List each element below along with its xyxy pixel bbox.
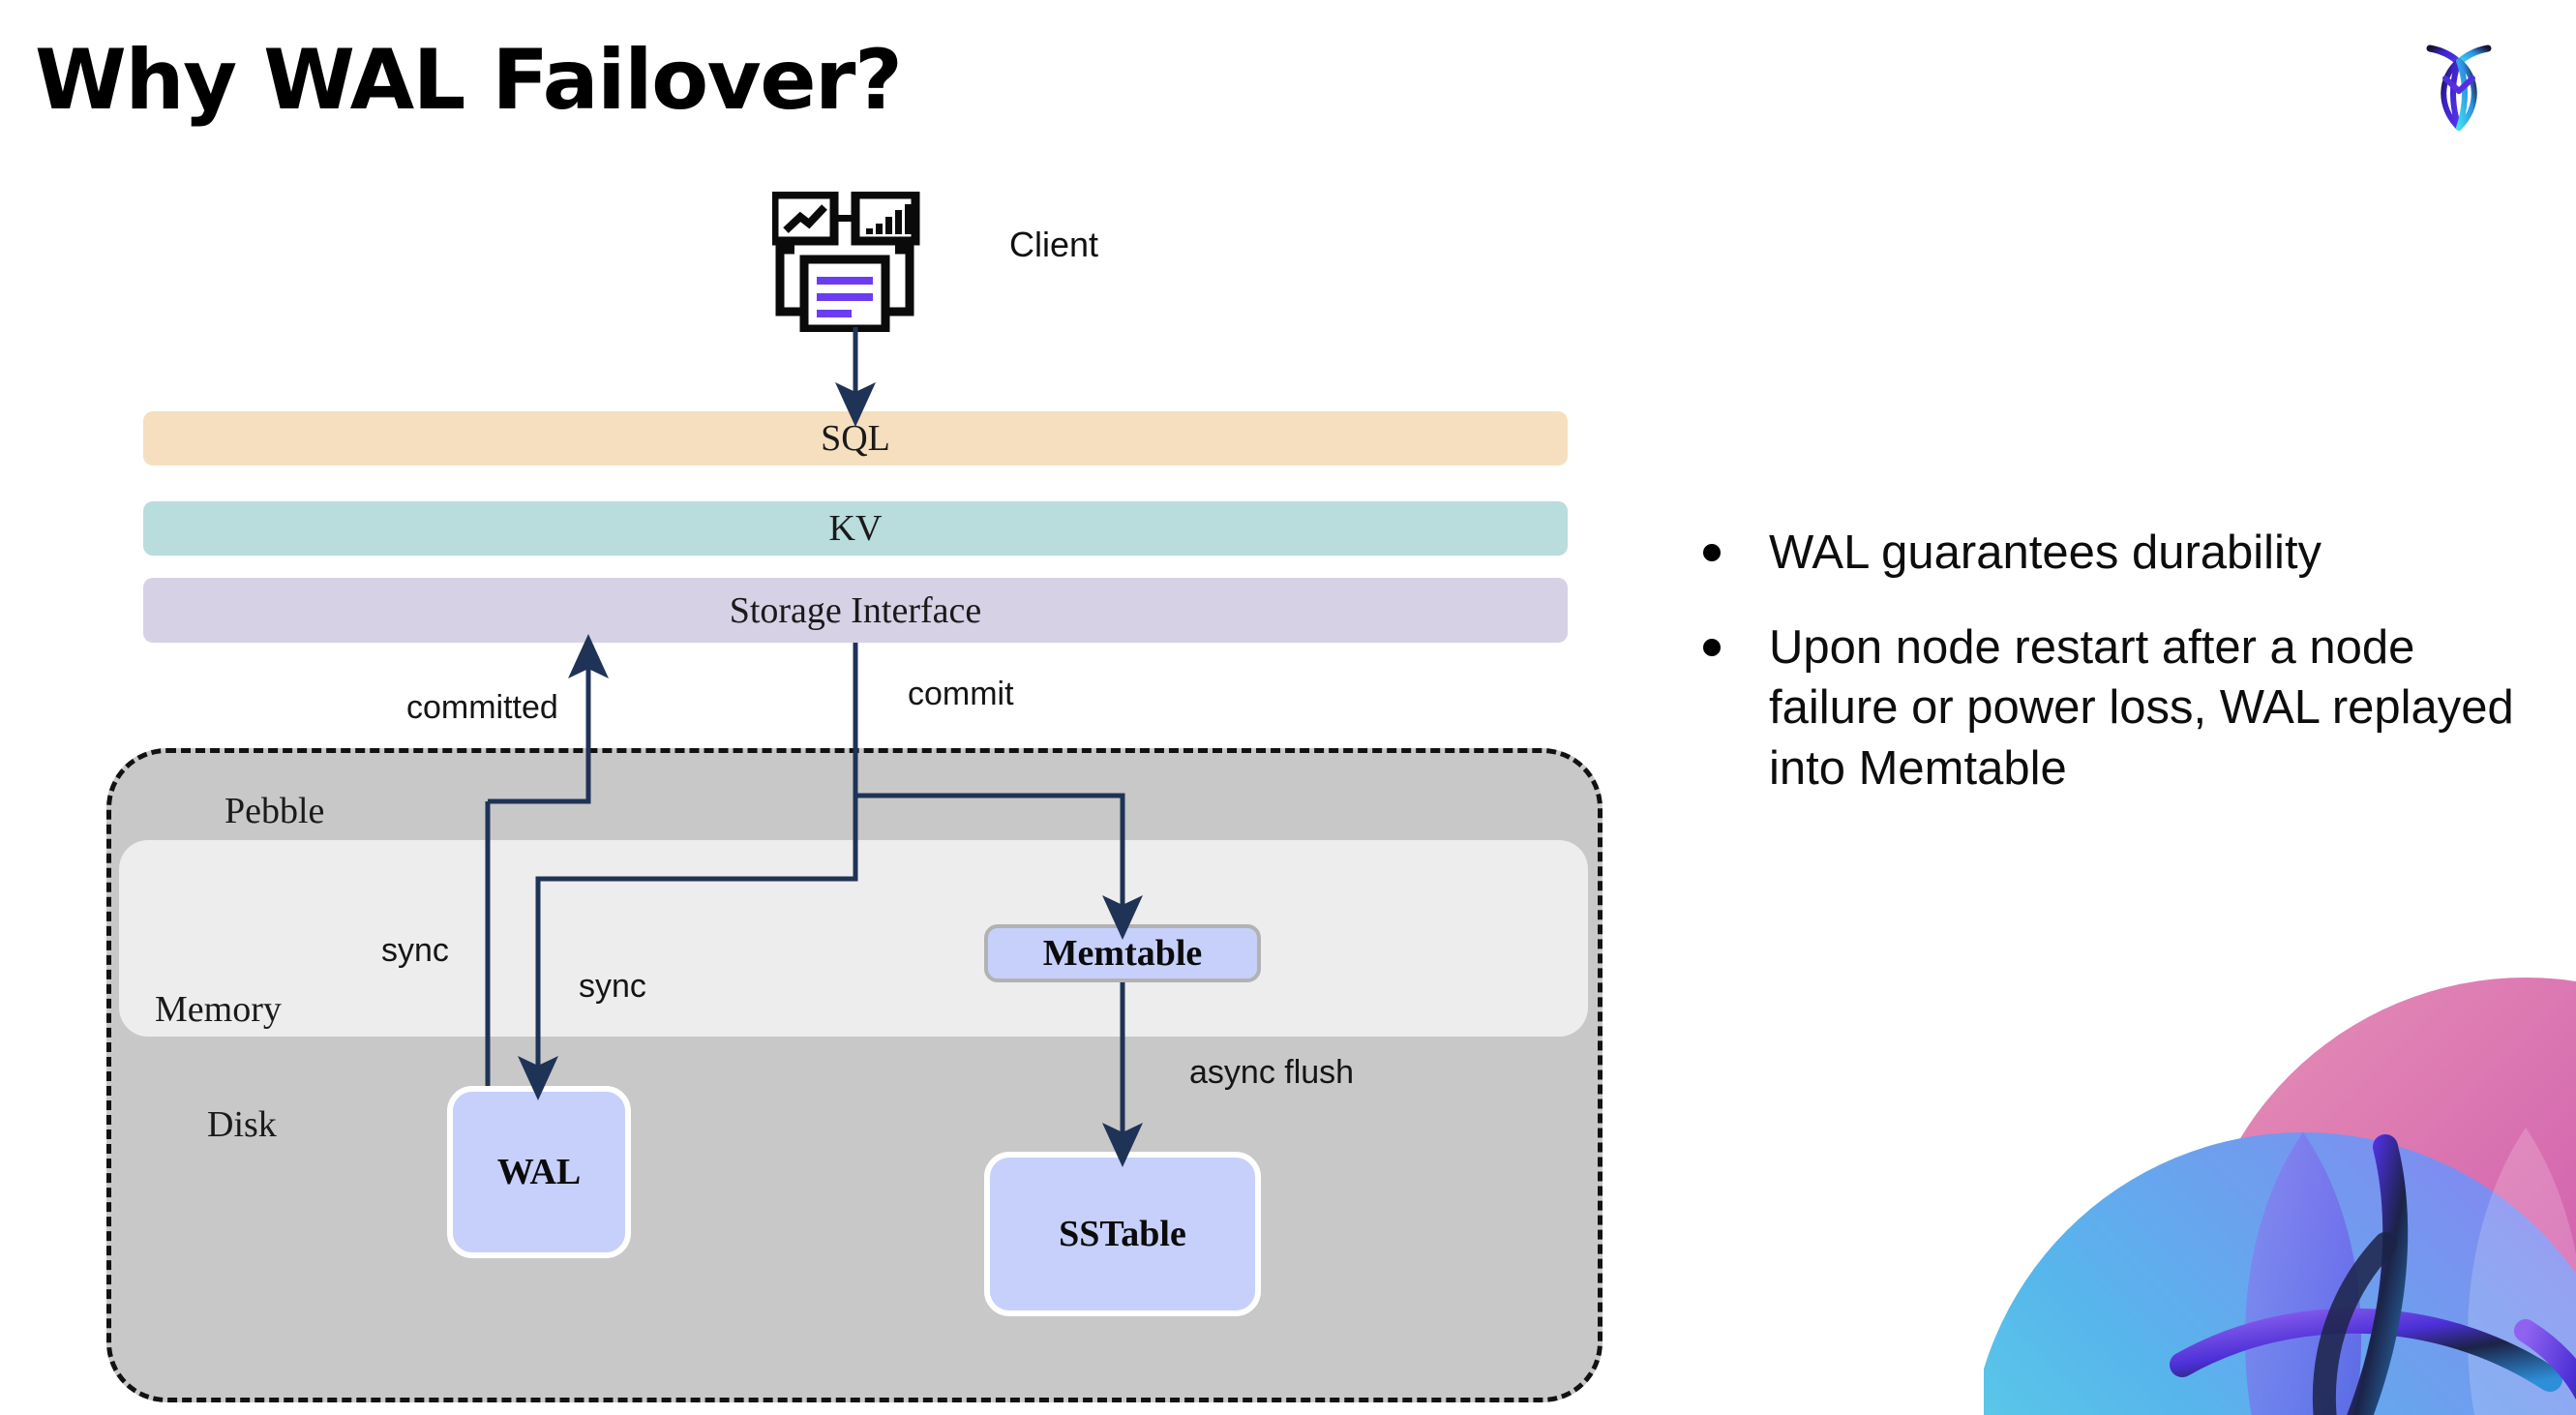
cockroachdb-watermark-decoration [1984,924,2576,1415]
list-item: Upon node restart after a node failure o… [1703,617,2535,798]
memory-zone-panel [119,840,1588,1037]
client-dashboard-icon [769,190,933,334]
layer-label-storage: Storage Interface [729,589,982,631]
page-title: Why WAL Failover? [35,32,903,129]
node-label-sstable: SSTable [1059,1214,1186,1254]
bullet-dot-icon [1703,639,1721,657]
node-wal[interactable]: WAL [447,1086,631,1258]
client-label: Client [1009,225,1099,264]
bullet-text: Upon node restart after a node failure o… [1769,621,2514,795]
edge-label-async-flush: async flush [1189,1054,1355,1091]
list-item: WAL guarantees durability [1703,523,2535,583]
disk-label: Disk [207,1104,277,1145]
node-memtable[interactable]: Memtable [984,924,1261,982]
bullet-dot-icon [1703,544,1721,561]
node-sstable[interactable]: SSTable [984,1152,1261,1316]
edge-label-commit: commit [908,676,1014,712]
architecture-diagram: Client Pebble Memory Disk SQL KV Storage… [106,190,1603,1402]
layer-bar-kv[interactable]: KV [143,501,1568,556]
edge-label-sync-right: sync [579,968,646,1005]
layer-bar-storage[interactable]: Storage Interface [143,578,1568,643]
layer-label-sql: SQL [821,418,890,459]
bullet-text: WAL guarantees durability [1769,527,2322,579]
node-label-wal: WAL [496,1152,582,1192]
node-label-memtable: Memtable [1042,933,1203,974]
layer-label-kv: KV [828,508,883,549]
memory-label: Memory [155,989,282,1030]
layer-bar-sql[interactable]: SQL [143,411,1568,466]
cockroachdb-logo-icon [2407,31,2511,147]
edge-label-sync-left: sync [381,932,449,969]
edge-label-committed: committed [406,689,558,726]
pebble-label: Pebble [225,791,325,831]
bullet-list: WAL guarantees durability Upon node rest… [1703,523,2535,833]
